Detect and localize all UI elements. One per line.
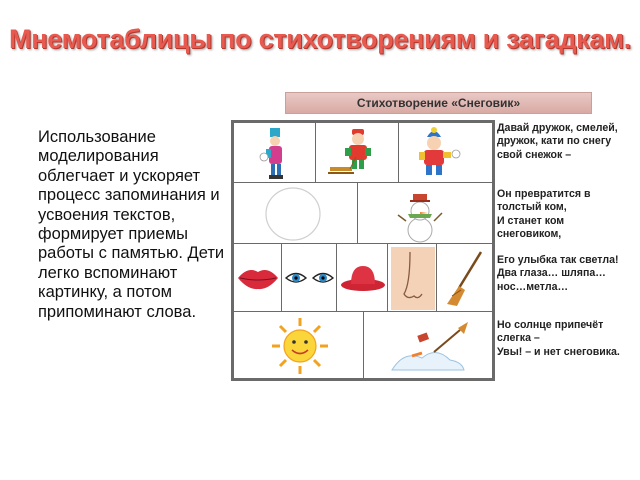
cell-child-rolling-snowball [233,122,316,183]
table-caption: Стихотворение «Снеговик» [285,92,592,114]
melted-snowman-icon [391,322,468,371]
cell-hat [336,243,388,312]
cell-sun [233,311,364,379]
lips-icon [238,270,278,290]
poem-stanza-1: Давай дружок, смелей, дружок, кати по сн… [497,122,618,161]
cell-empty-circle [233,182,358,244]
hat-icon [341,266,385,291]
child-with-sled-icon [328,129,371,174]
nose-icon [391,247,435,310]
poem-stanza-3: Его улыбка так светла! Два глаза… шляпа…… [497,254,619,293]
mnemo-table [231,120,495,381]
poem-stanza-4: Но солнце припечёт слегка – Увы! – и нет… [497,319,620,358]
empty-circle-icon [265,187,321,241]
cell-snowman [357,182,493,244]
slide-title: Мнемотаблицы по стихотворениям и загадка… [9,24,631,54]
cell-child-with-snowball [398,122,493,183]
cell-melted-snowman [363,311,493,379]
cell-eyes [281,243,337,312]
snowman-icon [397,194,443,243]
cell-nose [387,243,437,312]
cell-broom [436,243,493,312]
poem-stanza-2: Он превратится в толстый ком, И станет к… [497,188,591,241]
cell-child-with-sled [315,122,399,183]
description-text: Использование моделирования облегчает и … [38,128,225,321]
broom-icon [447,251,483,306]
eyes-icon [284,272,335,283]
child-with-snowball-icon [419,127,461,175]
child-rolling-snowball-icon [259,128,283,179]
sun-icon [272,318,328,374]
cell-lips [233,243,282,312]
